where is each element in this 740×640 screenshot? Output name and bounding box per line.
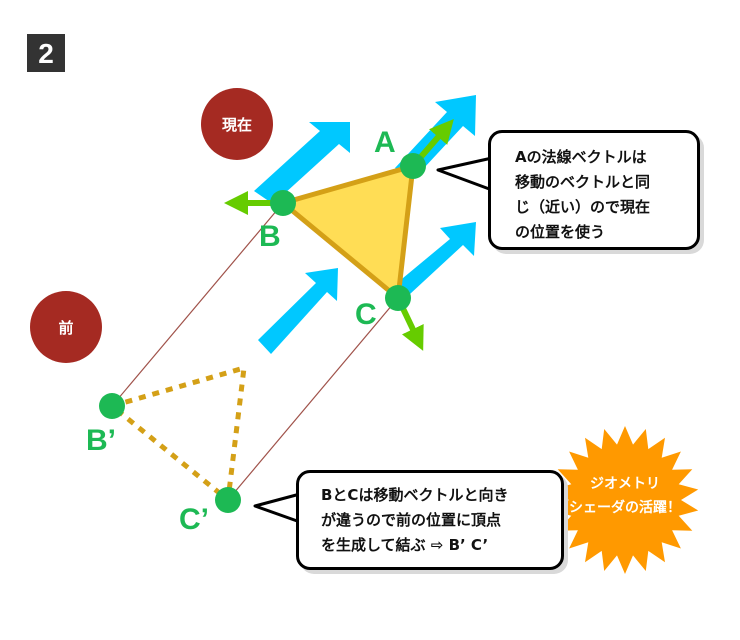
callout-a-line: Aの法線ベクトルは xyxy=(515,148,647,166)
current-label-circle: 現在 xyxy=(201,88,273,160)
label-c: C xyxy=(355,298,377,331)
previous-label: 前 xyxy=(58,319,73,337)
label-c-prev: C’ xyxy=(179,503,209,536)
current-triangle xyxy=(280,163,416,301)
callout-a-line: 移動のベクトルと同 xyxy=(515,173,651,191)
step-number: 2 xyxy=(38,38,54,69)
previous-label-circle: 前 xyxy=(30,291,102,363)
starburst-line-2: シェーダの活躍！ xyxy=(569,499,681,516)
callout-bc-line: が違うので前の位置に頂点 xyxy=(321,511,502,529)
current-label: 現在 xyxy=(222,116,252,134)
previous-triangle xyxy=(106,364,247,505)
callout-a-line: の位置を使う xyxy=(515,223,606,241)
label-a: A xyxy=(374,126,396,159)
callout-bc-tail xyxy=(253,492,302,524)
starburst-line-1: ジオメトリ xyxy=(590,476,660,492)
starburst-badge: ジオメトリ シェーダの活躍！ xyxy=(551,426,699,574)
callout-a-tail xyxy=(436,156,494,192)
vertex-b-prev xyxy=(99,393,125,419)
callout-bc-line: を生成して結ぶ ⇨ B’ C’ xyxy=(321,536,489,554)
callout-a: Aの法線ベクトルは 移動のベクトルと同 じ（近い）ので現在 の位置を使う xyxy=(488,130,700,250)
vertex-c-prev xyxy=(215,487,241,513)
callout-bc: BとCは移動ベクトルと向き が違うので前の位置に頂点 を生成して結ぶ ⇨ B’ … xyxy=(296,470,564,570)
motion-arrow-4 xyxy=(258,268,338,354)
trail-line-b xyxy=(111,202,284,407)
vertex-a xyxy=(400,153,426,179)
motion-arrow-3 xyxy=(397,222,476,294)
step-badge: 2 xyxy=(27,34,65,72)
callout-a-line: じ（近い）ので現在 xyxy=(515,198,651,216)
vertex-c xyxy=(385,285,411,311)
label-b-prev: B’ xyxy=(86,424,116,457)
label-b: B xyxy=(259,220,281,253)
motion-arrow-1 xyxy=(254,122,350,204)
trail-line-c xyxy=(227,297,399,501)
vertex-b xyxy=(270,190,296,216)
callout-bc-line: BとCは移動ベクトルと向き xyxy=(321,486,509,504)
